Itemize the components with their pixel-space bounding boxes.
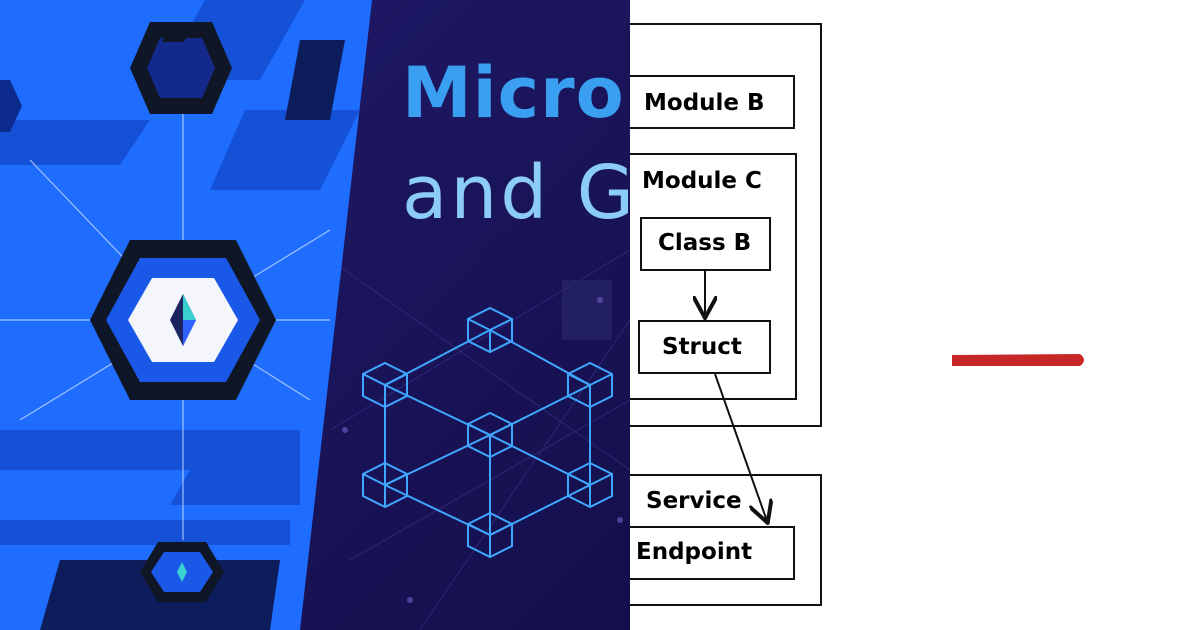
endpoint-label: Endpoint <box>636 539 753 565</box>
headline-line-1: Micro <box>402 52 625 134</box>
promo-banner: Micro and G <box>0 0 630 630</box>
faint-block <box>562 280 612 340</box>
struct-to-endpoint-arrow <box>714 373 767 521</box>
class-b-label: Class B <box>658 230 752 256</box>
service-label: Service <box>646 488 742 514</box>
diagram-arrows <box>630 271 1084 630</box>
struct-box <box>638 320 771 374</box>
red-marker-stroke <box>952 354 1084 366</box>
module-b-box <box>630 75 795 129</box>
network-dots <box>342 297 623 603</box>
promo-artwork <box>0 0 630 630</box>
edge-hexagon-icon <box>0 80 22 132</box>
central-hexagon-icon <box>90 240 276 400</box>
outer-container-frame <box>630 23 822 427</box>
top-hexagon-icon <box>130 22 232 114</box>
bottom-hexagon-icon <box>140 542 224 602</box>
endpoint-box <box>630 526 795 580</box>
module-b-label: Module B <box>644 90 765 116</box>
module-c-label: Module C <box>642 168 762 194</box>
headline-line-2: and G <box>402 150 630 236</box>
service-container-frame <box>630 474 822 606</box>
cube-network-icon <box>362 306 613 559</box>
class-b-box <box>640 217 771 271</box>
module-diagram: Module B Module C Class B Struct Service… <box>630 0 1200 630</box>
struct-label: Struct <box>662 334 742 360</box>
module-c-box <box>630 153 797 400</box>
